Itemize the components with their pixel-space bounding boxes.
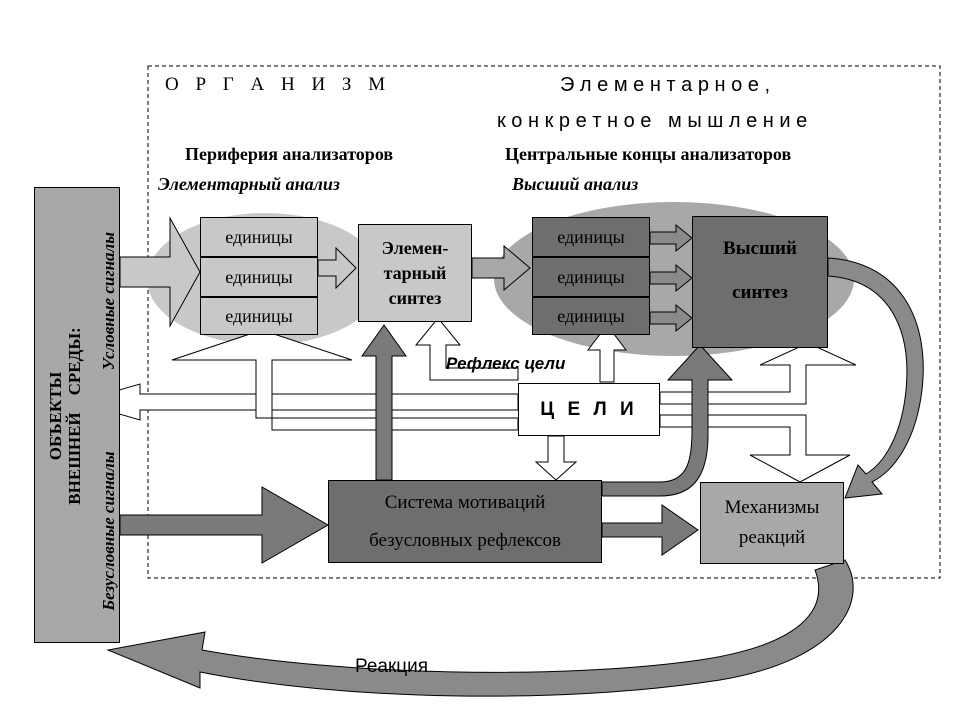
thinking-title-line2: к о н к р е т н о е м ы ш л е н и е	[497, 110, 808, 132]
motivation-to-reactions-arrow	[601, 504, 699, 556]
reaction-arc	[106, 559, 854, 697]
arrow-units-to-elem-synthesis	[317, 246, 357, 290]
environment-title-line2: ВНЕШНЕЙ СРЕДЫ:	[65, 327, 84, 505]
motivation-line1: Система мотиваций	[384, 491, 546, 513]
goals-to-reactions-arrow	[659, 414, 851, 483]
higher-synthesis-to-reactions-arrow	[827, 257, 924, 499]
goals-to-higher-synthesis-arrow	[659, 342, 857, 405]
conditioned-signals-label: Условные сигналы	[99, 231, 118, 371]
environment-title: ОБЪЕКТЫ ВНЕШНЕЙ СРЕДЫ:	[46, 188, 86, 644]
higher-synth-line2: синтез	[732, 282, 788, 303]
elem-synth-line2: тарный	[383, 262, 447, 283]
thinking-title-line1: Э л е м е н т а р н о е ,	[560, 74, 771, 96]
higher-synth-line1: Высший	[723, 238, 797, 259]
motivation-to-higher-synthesis-arrow	[601, 344, 734, 497]
goal-reflex-up-arrow	[586, 324, 628, 383]
organism-boundary	[147, 65, 941, 579]
higher-synthesis-box: Высший синтез	[692, 216, 828, 348]
arrow-central-unit-1	[649, 223, 693, 253]
periphery-unit-1: единицы	[200, 217, 318, 257]
goals-to-periphery-arrow	[171, 329, 519, 431]
organism-title: О Р Г А Н И З М	[165, 74, 392, 95]
unconditioned-signals-label: Безусловные сигналы	[99, 451, 118, 611]
motivation-system-box: Система мотиваций безусловных рефлексов	[328, 480, 602, 563]
elem-synth-line1: Элемен-	[381, 237, 449, 258]
reaction-label: Реакция	[355, 656, 429, 677]
periphery-subheading: Элементарный анализ	[158, 174, 340, 194]
motivation-to-elem-synthesis-arrow	[361, 324, 407, 481]
external-environment-box	[34, 187, 120, 643]
central-unit-1: единицы	[532, 217, 650, 257]
goals-down-arrow	[534, 435, 578, 481]
elementary-synthesis-box: Элемен- тарный синтез	[358, 224, 472, 322]
reactions-line1: Механизмы	[724, 497, 820, 518]
arrow-central-unit-2	[649, 263, 693, 293]
central-heading: Центральные концы анализаторов	[505, 144, 792, 164]
goals-box: Ц Е Л И	[518, 383, 660, 436]
unconditioned-signals-arrow	[119, 486, 330, 564]
central-unit-2: единицы	[532, 257, 650, 297]
conditioned-signals-arrow	[119, 216, 201, 328]
periphery-unit-3: единицы	[200, 297, 318, 335]
environment-title-line1: ОБЪЕКТЫ	[46, 371, 65, 461]
goal-reflex-left-arrow	[414, 317, 519, 381]
motivation-line2: безусловных рефлексов	[369, 529, 561, 551]
periphery-heading: Периферия анализаторов	[185, 144, 394, 164]
reactions-line2: реакций	[738, 527, 806, 548]
central-subheading: Высший анализ	[512, 174, 639, 194]
reaction-mechanisms-box: Механизмы реакций	[700, 482, 844, 564]
arrow-central-unit-3	[649, 303, 693, 333]
periphery-unit-2: единицы	[200, 257, 318, 297]
arrow-elem-to-central	[471, 244, 531, 292]
central-unit-3: единицы	[532, 297, 650, 335]
goals-network-arrows	[76, 383, 519, 421]
elem-synth-line3: синтез	[388, 287, 442, 308]
goal-reflex-label: Рефлекс цели	[446, 354, 566, 373]
